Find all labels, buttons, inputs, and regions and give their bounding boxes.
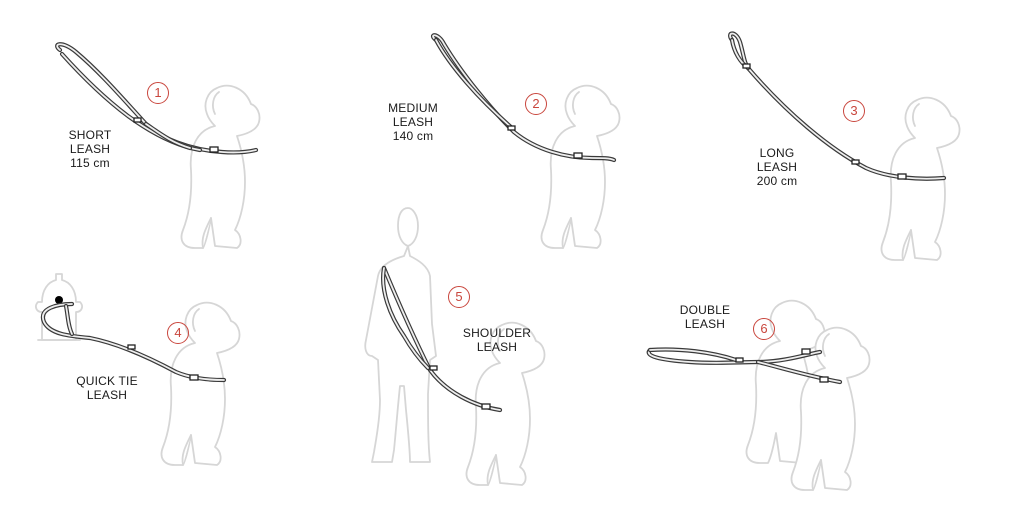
label-line: LONG [759, 146, 795, 160]
panel-4 [35, 273, 241, 466]
label-line: LEASH [476, 340, 518, 354]
shoulder-leash-label: SHOULDER LEASH [456, 326, 538, 354]
label-line: 115 cm [70, 156, 110, 170]
label-line: QUICK TIE [76, 374, 138, 388]
step-number-1: 1 [147, 82, 169, 104]
long-leash-label: LONG LEASH 200 cm [748, 146, 806, 188]
label-line: SHORT [68, 128, 112, 142]
step-number-5: 5 [448, 286, 470, 308]
sitting-dog-icon [540, 84, 621, 249]
label-line: DOUBLE [679, 303, 731, 317]
leash-icon [430, 33, 617, 163]
label-line: LEASH [69, 142, 111, 156]
leash-icon [40, 301, 227, 383]
label-line: 200 cm [756, 174, 798, 188]
panel-6 [646, 299, 871, 491]
short-leash-label: SHORT LEASH 115 cm [62, 128, 118, 170]
person-silhouette-icon [364, 207, 437, 463]
step-number-3: 3 [843, 100, 865, 122]
label-line: LEASH [756, 160, 798, 174]
leash-icon [646, 347, 843, 385]
panel-2 [430, 33, 621, 249]
quick-tie-leash-label: QUICK TIE LEASH [66, 374, 148, 402]
medium-leash-label: MEDIUM LEASH 140 cm [382, 101, 444, 143]
step-number-4: 4 [167, 322, 189, 344]
leash-clip-icon [133, 117, 142, 123]
panel-1 [55, 42, 261, 249]
label-line: SHOULDER [462, 326, 532, 340]
sitting-dog-icon [180, 84, 261, 249]
step-number-6: 6 [753, 318, 775, 340]
label-line: LEASH [392, 115, 434, 129]
label-line: LEASH [684, 317, 726, 331]
panel-5 [364, 207, 546, 486]
label-line: MEDIUM [388, 101, 438, 115]
label-line: 140 cm [392, 129, 434, 143]
step-number-2: 2 [525, 93, 547, 115]
panel-3 [728, 31, 961, 261]
leash-icon [55, 42, 259, 155]
double-leash-label: DOUBLE LEASH [672, 303, 738, 331]
label-line: LEASH [86, 388, 128, 402]
